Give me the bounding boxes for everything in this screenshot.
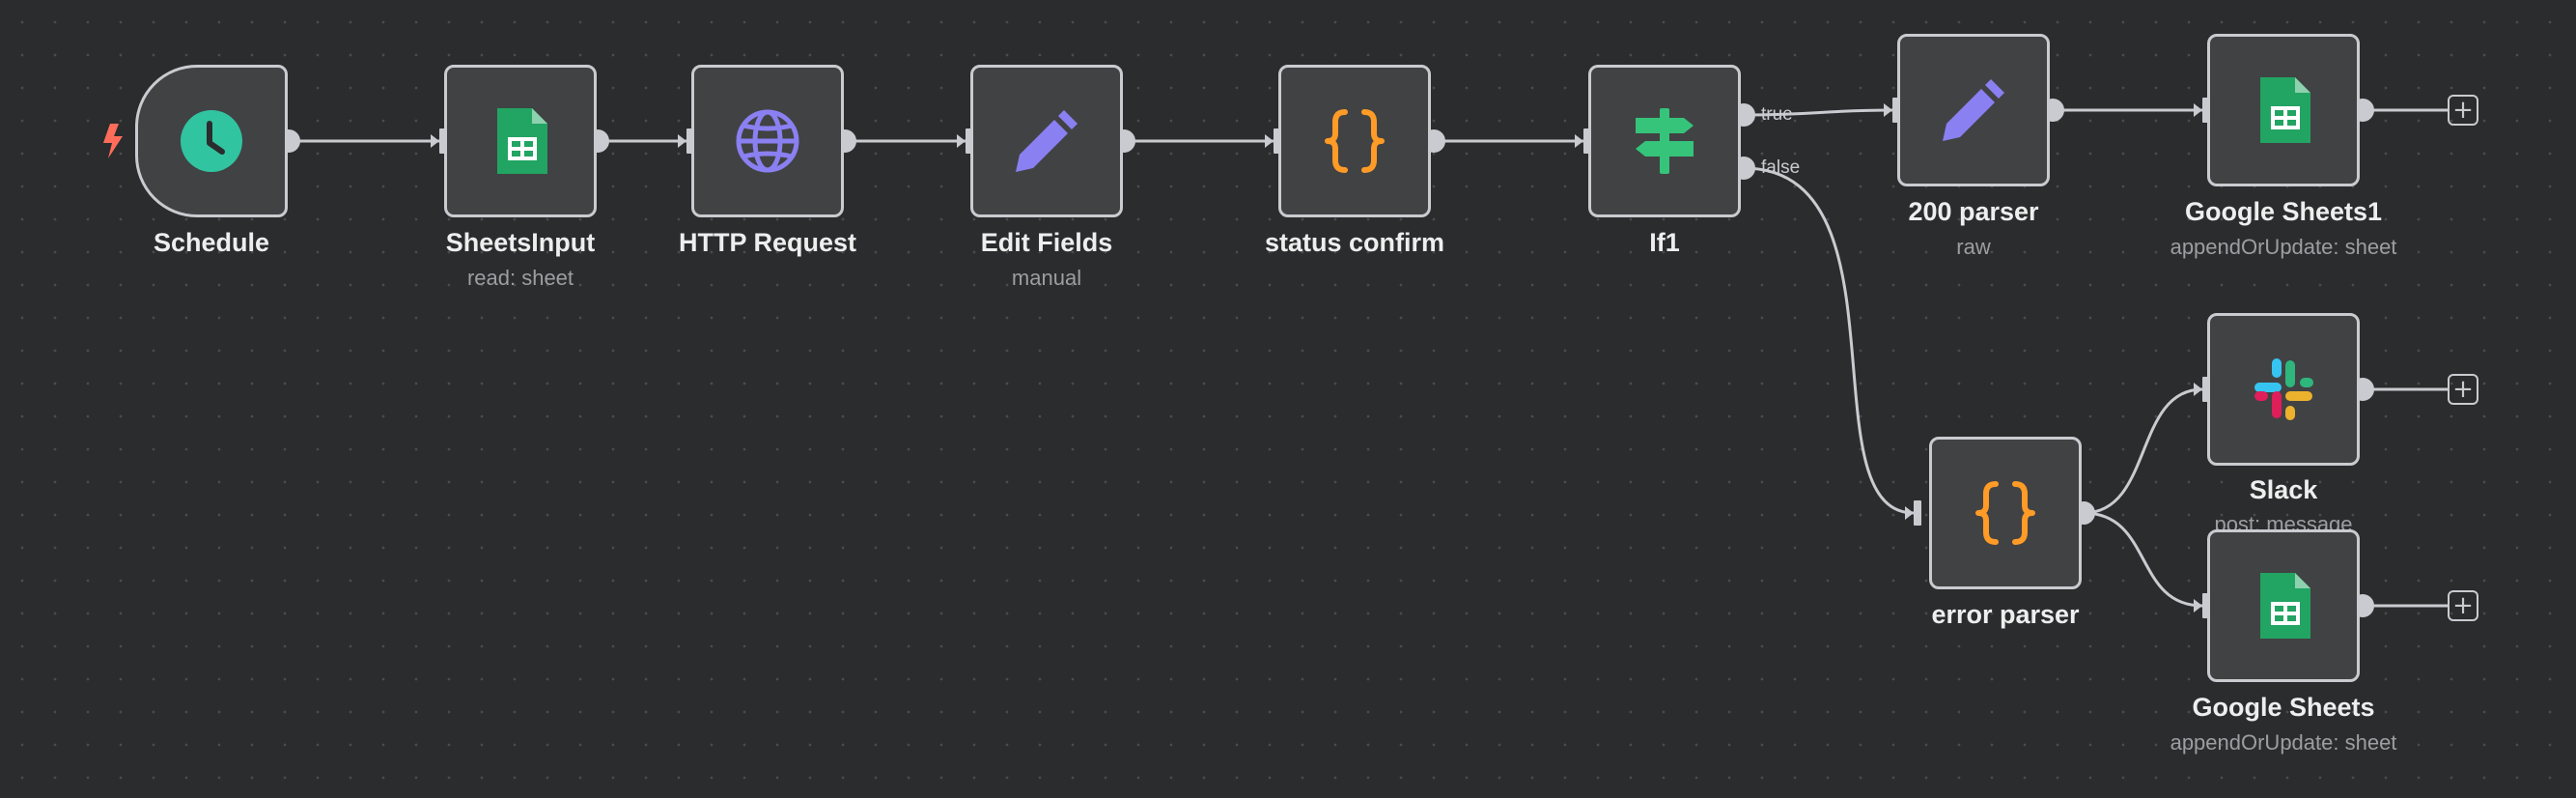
node-schedule-label: Schedule [153, 228, 270, 257]
node-edit-fields-subtitle: manual [1011, 266, 1082, 290]
add-node-button-slack[interactable]: + [2448, 374, 2478, 405]
node-200-parser-subtitle: raw [1956, 235, 1991, 259]
add-node-button-sheets[interactable]: + [2448, 590, 2478, 621]
node-google-sheets1[interactable] [2207, 34, 2360, 186]
node-edit-fields[interactable] [970, 65, 1123, 217]
input-arrows [431, 103, 2202, 613]
slack-icon [2247, 353, 2320, 426]
node-google-sheets[interactable] [2207, 529, 2360, 682]
node-http-request-label: HTTP Request [678, 228, 857, 257]
edge-if1-true-200parser [1743, 108, 1893, 117]
edge-if1-false-errorparser [1743, 166, 1915, 515]
node-sheetsinput-label: SheetsInput [445, 228, 596, 257]
globe-icon [731, 104, 804, 178]
node-if1-label: If1 [1649, 228, 1680, 257]
add-node-button-sheets1[interactable]: + [2448, 95, 2478, 126]
node-200-parser[interactable] [1897, 34, 2050, 186]
if1-false-port-label: false [1761, 157, 1801, 178]
node-google-sheets-label: Google Sheets [2192, 693, 2375, 722]
edge-errorparser-googlesheets [2083, 511, 2203, 608]
node-sheetsinput[interactable] [444, 65, 597, 217]
node-google-sheets-subtitle: appendOrUpdate: sheet [2170, 730, 2397, 755]
pencil-icon [1937, 73, 2010, 147]
node-error-parser[interactable] [1929, 437, 2082, 589]
google-sheets-icon [484, 104, 557, 178]
node-slack-label: Slack [2249, 475, 2318, 504]
node-if1[interactable] [1588, 65, 1741, 217]
node-status-confirm-label: status confirm [1264, 228, 1445, 257]
node-google-sheets1-label: Google Sheets1 [2184, 197, 2383, 226]
code-braces-icon [1318, 104, 1391, 178]
node-edit-fields-label: Edit Fields [980, 228, 1113, 257]
trigger-bolt-icon [103, 124, 123, 158]
edge-errorparser-slack [2083, 387, 2203, 515]
node-200-parser-label: 200 parser [1908, 197, 2039, 226]
node-error-parser-label: error parser [1931, 600, 2080, 629]
node-status-confirm[interactable] [1278, 65, 1431, 217]
clock-icon [175, 104, 248, 178]
if1-true-port-label: true [1761, 104, 1793, 125]
node-http-request[interactable] [691, 65, 844, 217]
node-sheetsinput-subtitle: read: sheet [466, 266, 574, 290]
google-sheets-icon [2247, 73, 2320, 147]
node-slack[interactable] [2207, 313, 2360, 466]
node-google-sheets1-subtitle: appendOrUpdate: sheet [2170, 235, 2397, 259]
signpost-icon [1628, 104, 1701, 178]
pencil-icon [1010, 104, 1083, 178]
node-schedule[interactable] [135, 65, 288, 217]
code-braces-icon [1969, 476, 2042, 550]
google-sheets-icon [2247, 569, 2320, 642]
